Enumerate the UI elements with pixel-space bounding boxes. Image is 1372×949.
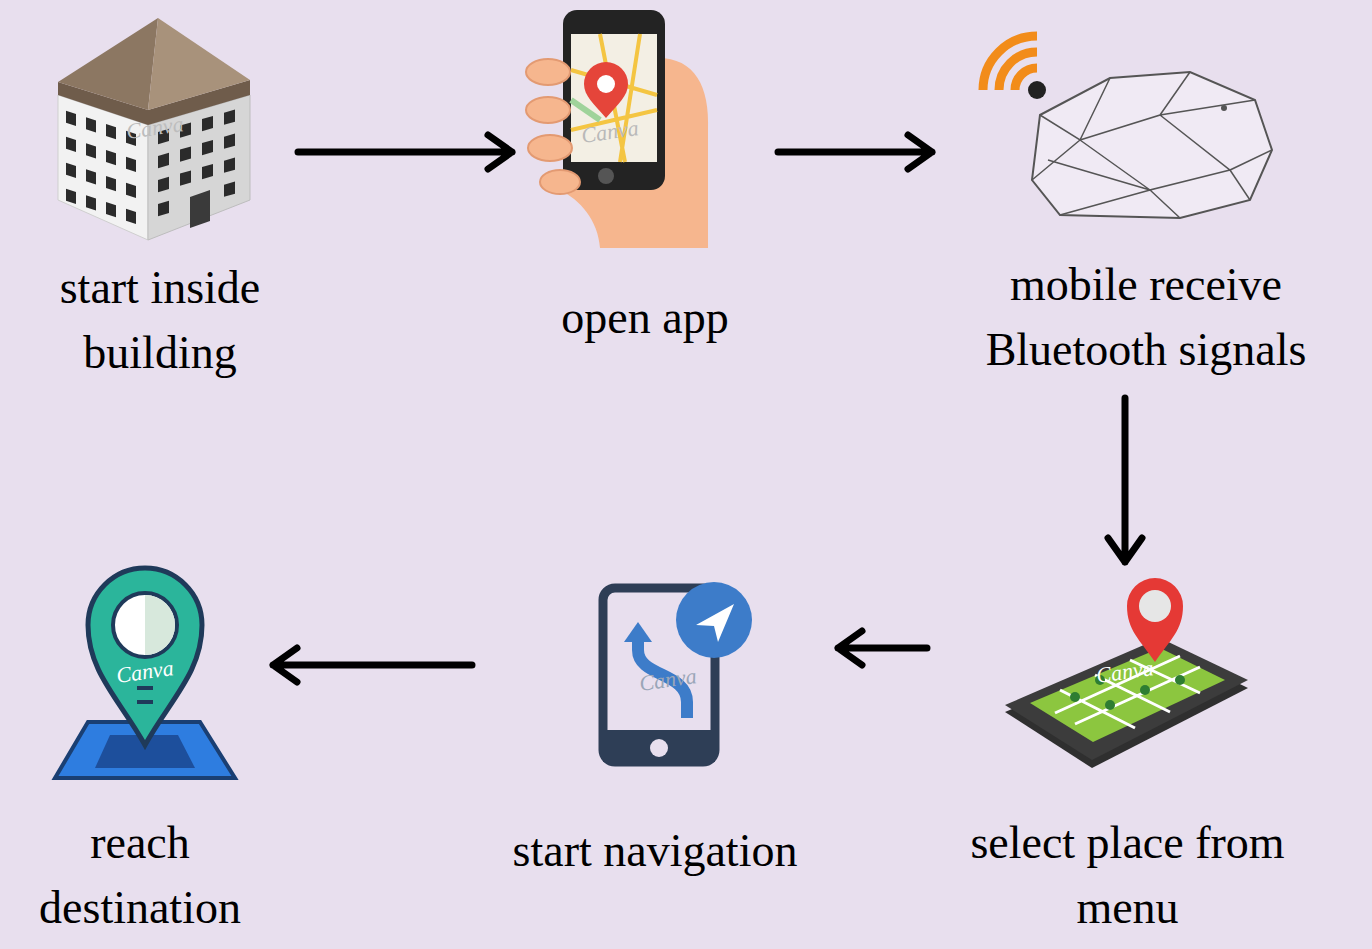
- step-caption: select place from menu: [935, 810, 1320, 940]
- step-node: open app: [520, 5, 770, 360]
- beacon-icon: [983, 36, 1272, 218]
- step-caption: mobile receive Bluetooth signals: [940, 252, 1352, 382]
- flow-arrow: [1108, 398, 1142, 562]
- navigation-phone-icon: [603, 582, 752, 762]
- step-caption: start inside building: [30, 255, 290, 385]
- map-phone-icon: [1005, 578, 1248, 768]
- flow-arrow: [298, 135, 512, 169]
- step-node: reach destination: [15, 560, 265, 942]
- building-icon: [58, 18, 250, 240]
- flow-arrow: [273, 648, 472, 682]
- flow-arrow: [838, 631, 927, 665]
- step-caption: start navigation: [480, 818, 830, 883]
- flow-arrow: [778, 135, 932, 169]
- step-node: select place from menu: [935, 570, 1320, 942]
- step-node: mobile receive Bluetooth signals: [940, 20, 1352, 390]
- step-node: start inside building: [30, 20, 290, 392]
- phone-in-hand-icon: [526, 10, 708, 248]
- destination-pin-icon: [55, 568, 235, 778]
- step-caption: reach destination: [15, 810, 265, 940]
- step-caption: open app: [520, 285, 770, 350]
- step-node: start navigation: [480, 575, 830, 890]
